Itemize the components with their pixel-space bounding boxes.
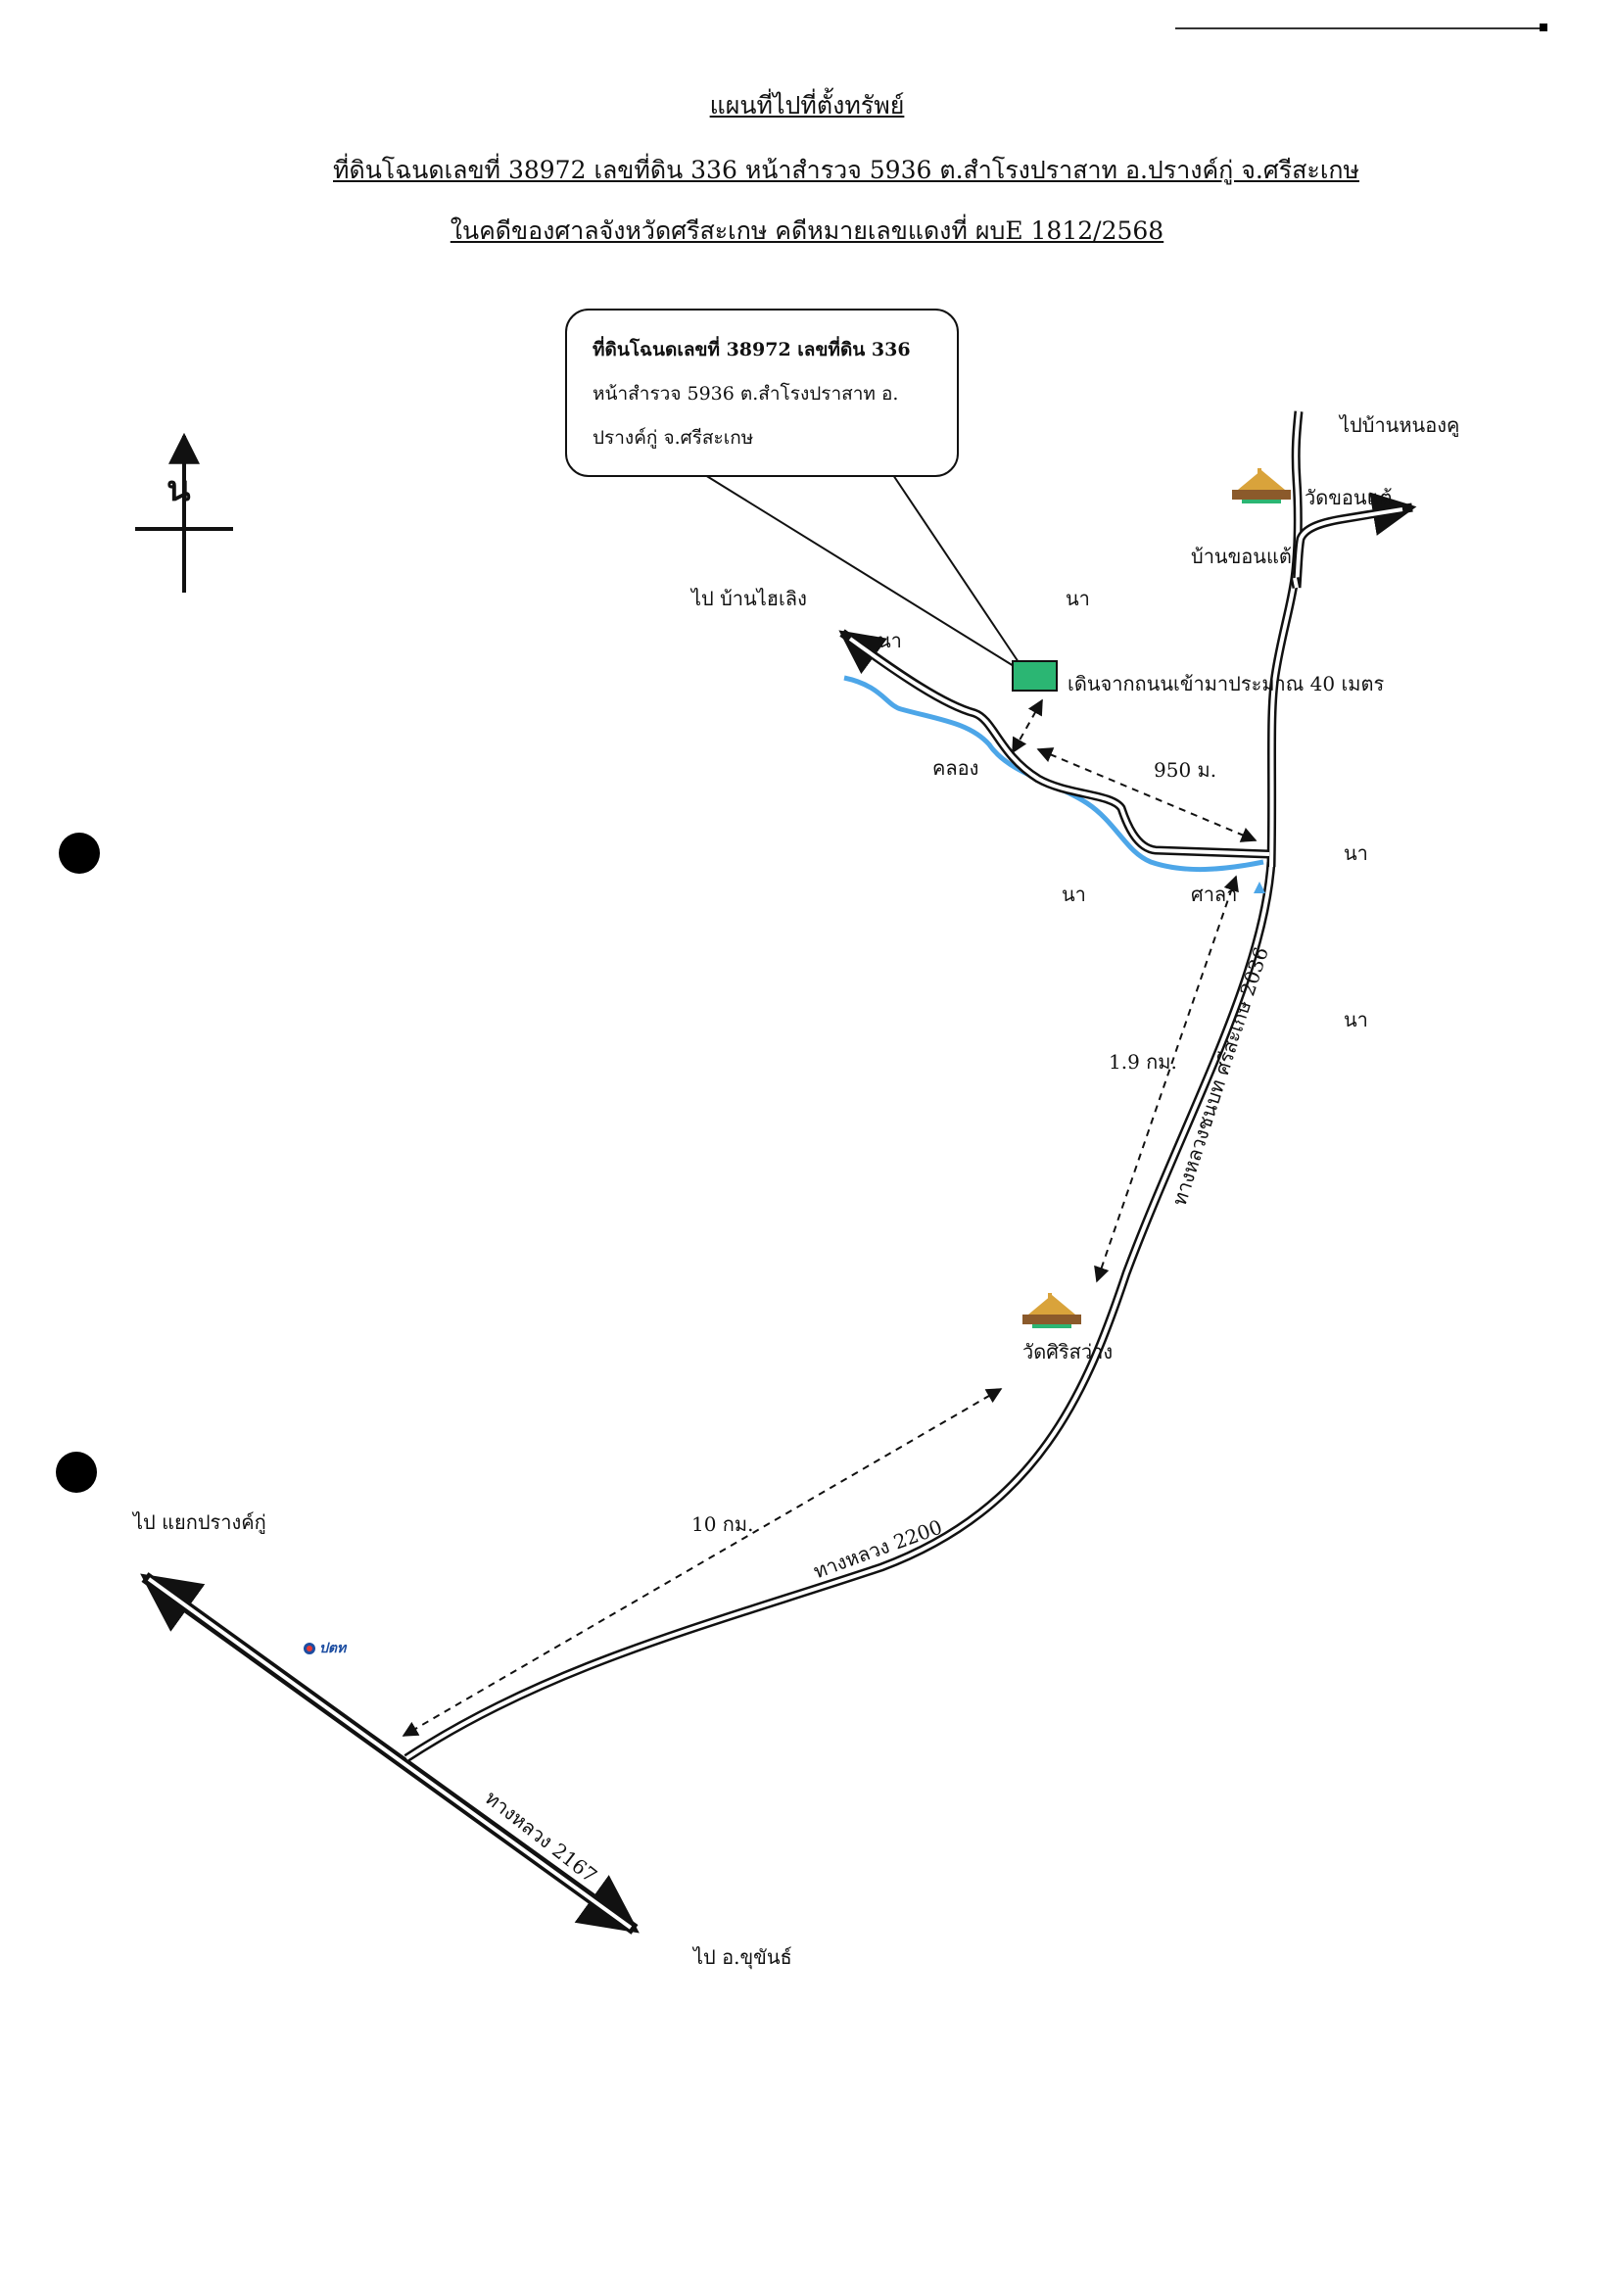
north-arrow-icon (135, 432, 233, 593)
label-ban-khon-tae: บ้านขอนแต้ (1191, 545, 1292, 568)
label-field-3: นา (1344, 841, 1368, 865)
label-to-khukhan: ไป อ.ขุขันธ์ (693, 1945, 792, 1969)
label-field-1: นา (1066, 587, 1090, 610)
label-to-ban-nong-ku: ไปบ้านหนองคู (1340, 413, 1460, 437)
label-ptt: ปตท (319, 1641, 347, 1656)
scan-edge-line (1175, 27, 1547, 29)
label-sala: ศาลา (1191, 883, 1238, 906)
road-khon-tae-ne-visible (1292, 492, 1417, 589)
road-north-connector (1290, 577, 1302, 589)
land-parcel (1012, 660, 1058, 692)
label-distance-950: 950 ม. (1154, 758, 1217, 782)
callout-pointer (704, 474, 1027, 675)
map-subtitle-case: ในคดีของศาลจังหวัดศรีสะเกษ คดีหมายเลขแดง… (450, 216, 1164, 245)
punch-hole-bottom (56, 1452, 97, 1493)
distance-950m-line (1036, 747, 1258, 842)
ptt-logo-icon (304, 1643, 315, 1654)
label-field-5: นา (1344, 1008, 1368, 1031)
map-subtitle-parcel: ที่ดินโฉนดเลขที่ 38972 เลขที่ดิน 336 หน้… (333, 156, 1359, 184)
walk-in-distance-line (1012, 698, 1043, 754)
label-field-4: นา (1062, 883, 1086, 906)
label-distance-1-9: 1.9 กม. (1109, 1050, 1177, 1074)
label-distance-10: 10 กม. (691, 1512, 754, 1536)
label-field-2: นา (878, 629, 902, 652)
callout-line-2: หน้าสำรวจ 5936 ต.สำโรงปราสาท อ. (593, 383, 899, 405)
parcel-callout: ที่ดินโฉนดเลขที่ 38972 เลขที่ดิน 336 หน้… (565, 309, 959, 477)
callout-line-3: ปรางค์กู่ จ.ศรีสะเกษ (593, 427, 754, 449)
callout-line-1: ที่ดินโฉนดเลขที่ 38972 เลขที่ดิน 336 (593, 339, 911, 360)
label-walk-in: เดินจากถนนเข้ามาประมาณ 40 เมตร (1068, 672, 1385, 695)
label-to-ban-hai-loeng: ไป บ้านไฮเลิง (691, 587, 807, 610)
punch-hole-top (59, 833, 100, 874)
distance-10km-line (402, 1388, 1003, 1737)
north-label: น (166, 468, 191, 509)
temple-icon (1232, 468, 1291, 503)
temple-icon (1022, 1293, 1081, 1328)
scan-mark (1540, 24, 1547, 31)
label-to-yaek-prang-ku: ไป แยกปรางค์กู่ (133, 1510, 266, 1534)
label-canal: คลอง (932, 756, 979, 780)
highway-2167-road (140, 1572, 640, 1935)
map-title: แผนที่ไปที่ตั้งทรัพย์ (709, 91, 905, 120)
sala-icon (1254, 882, 1265, 893)
label-wat-khon-tae: วัดขอนแต้ (1305, 486, 1393, 509)
label-wat-siri-sawang: วัดศิริสว่าง (1022, 1340, 1114, 1363)
road-from-sala-north (1266, 410, 1304, 868)
